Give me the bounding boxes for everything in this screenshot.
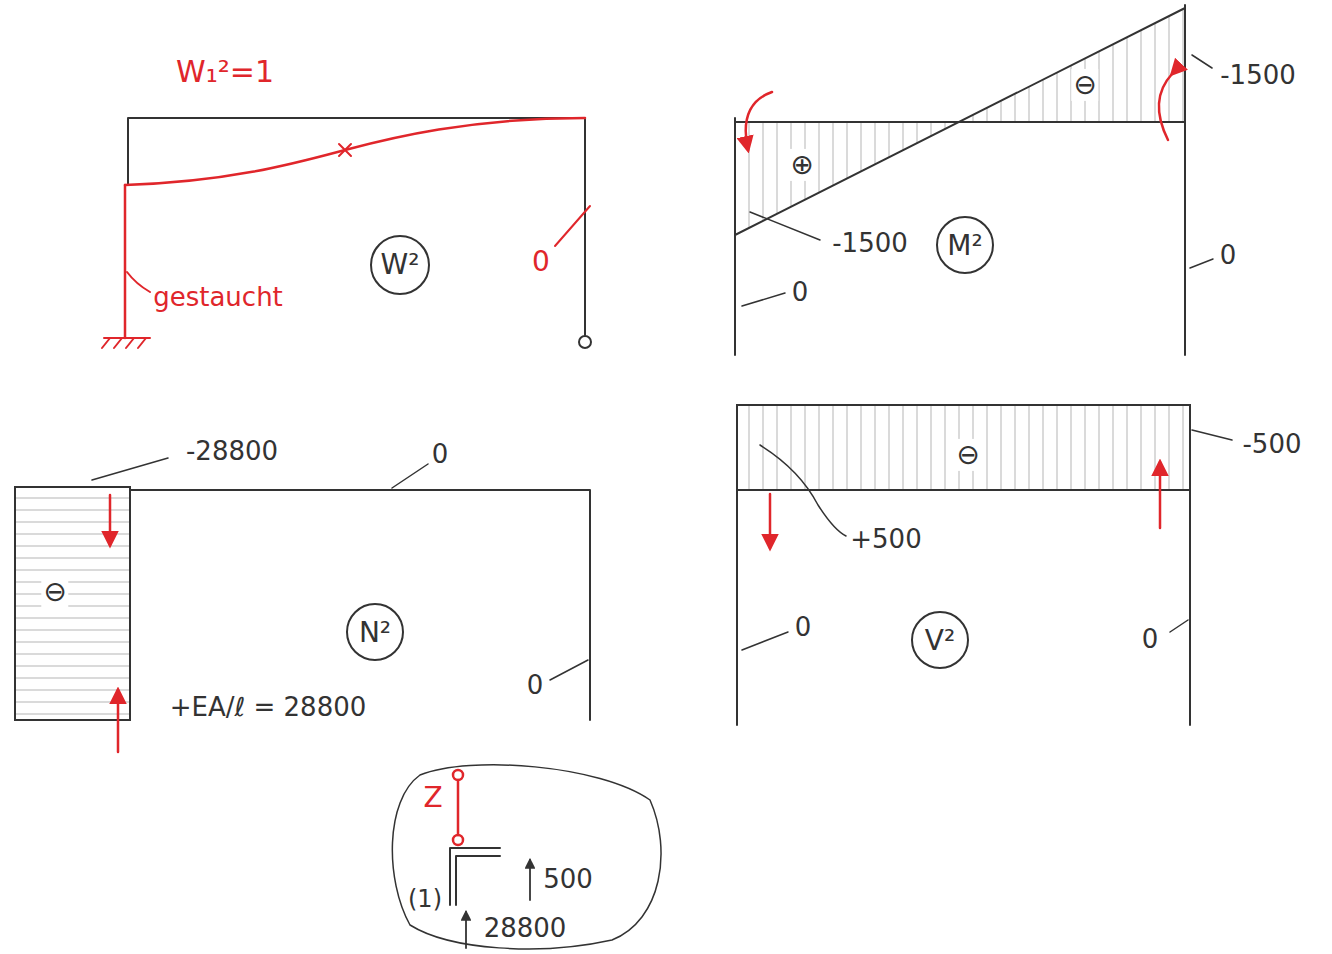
value-label: -500 — [1240, 430, 1303, 460]
circled-label: W² — [370, 235, 431, 296]
sign-symbol: ⊕ — [788, 149, 815, 181]
sign-symbol: ⊖ — [41, 576, 68, 608]
value-label: (1) — [406, 886, 444, 914]
sign-symbol: ⊖ — [1071, 69, 1098, 101]
value-label: 500 — [541, 865, 595, 895]
value-label: 0 — [530, 246, 552, 278]
value-label: 0 — [525, 671, 546, 701]
value-label: +500 — [848, 525, 923, 555]
value-label: 0 — [793, 613, 814, 643]
value-label: W₁²=1 — [174, 55, 276, 90]
value-label: -1500 — [1218, 61, 1298, 91]
value-label: 0 — [1140, 625, 1161, 655]
circled-label: V² — [911, 611, 969, 669]
circled-label: M² — [936, 216, 994, 274]
sign-symbol: ⊖ — [954, 439, 981, 471]
value-label: 0 — [1218, 241, 1239, 271]
value-label: 28800 — [482, 914, 569, 944]
value-label: gestaucht — [151, 283, 285, 313]
circled-label: N² — [346, 603, 404, 661]
value-label: -1500 — [830, 229, 910, 259]
value-label: Z — [421, 782, 444, 814]
value-label: -28800 — [184, 437, 280, 467]
value-label: 0 — [430, 440, 451, 470]
panel-name: W² — [381, 248, 420, 281]
panel-name: M² — [947, 229, 982, 262]
value-label: +EA/ℓ = 28800 — [168, 693, 369, 723]
panel-name: N² — [359, 616, 391, 649]
value-label: 0 — [790, 278, 811, 308]
panel-name: V² — [925, 624, 955, 657]
